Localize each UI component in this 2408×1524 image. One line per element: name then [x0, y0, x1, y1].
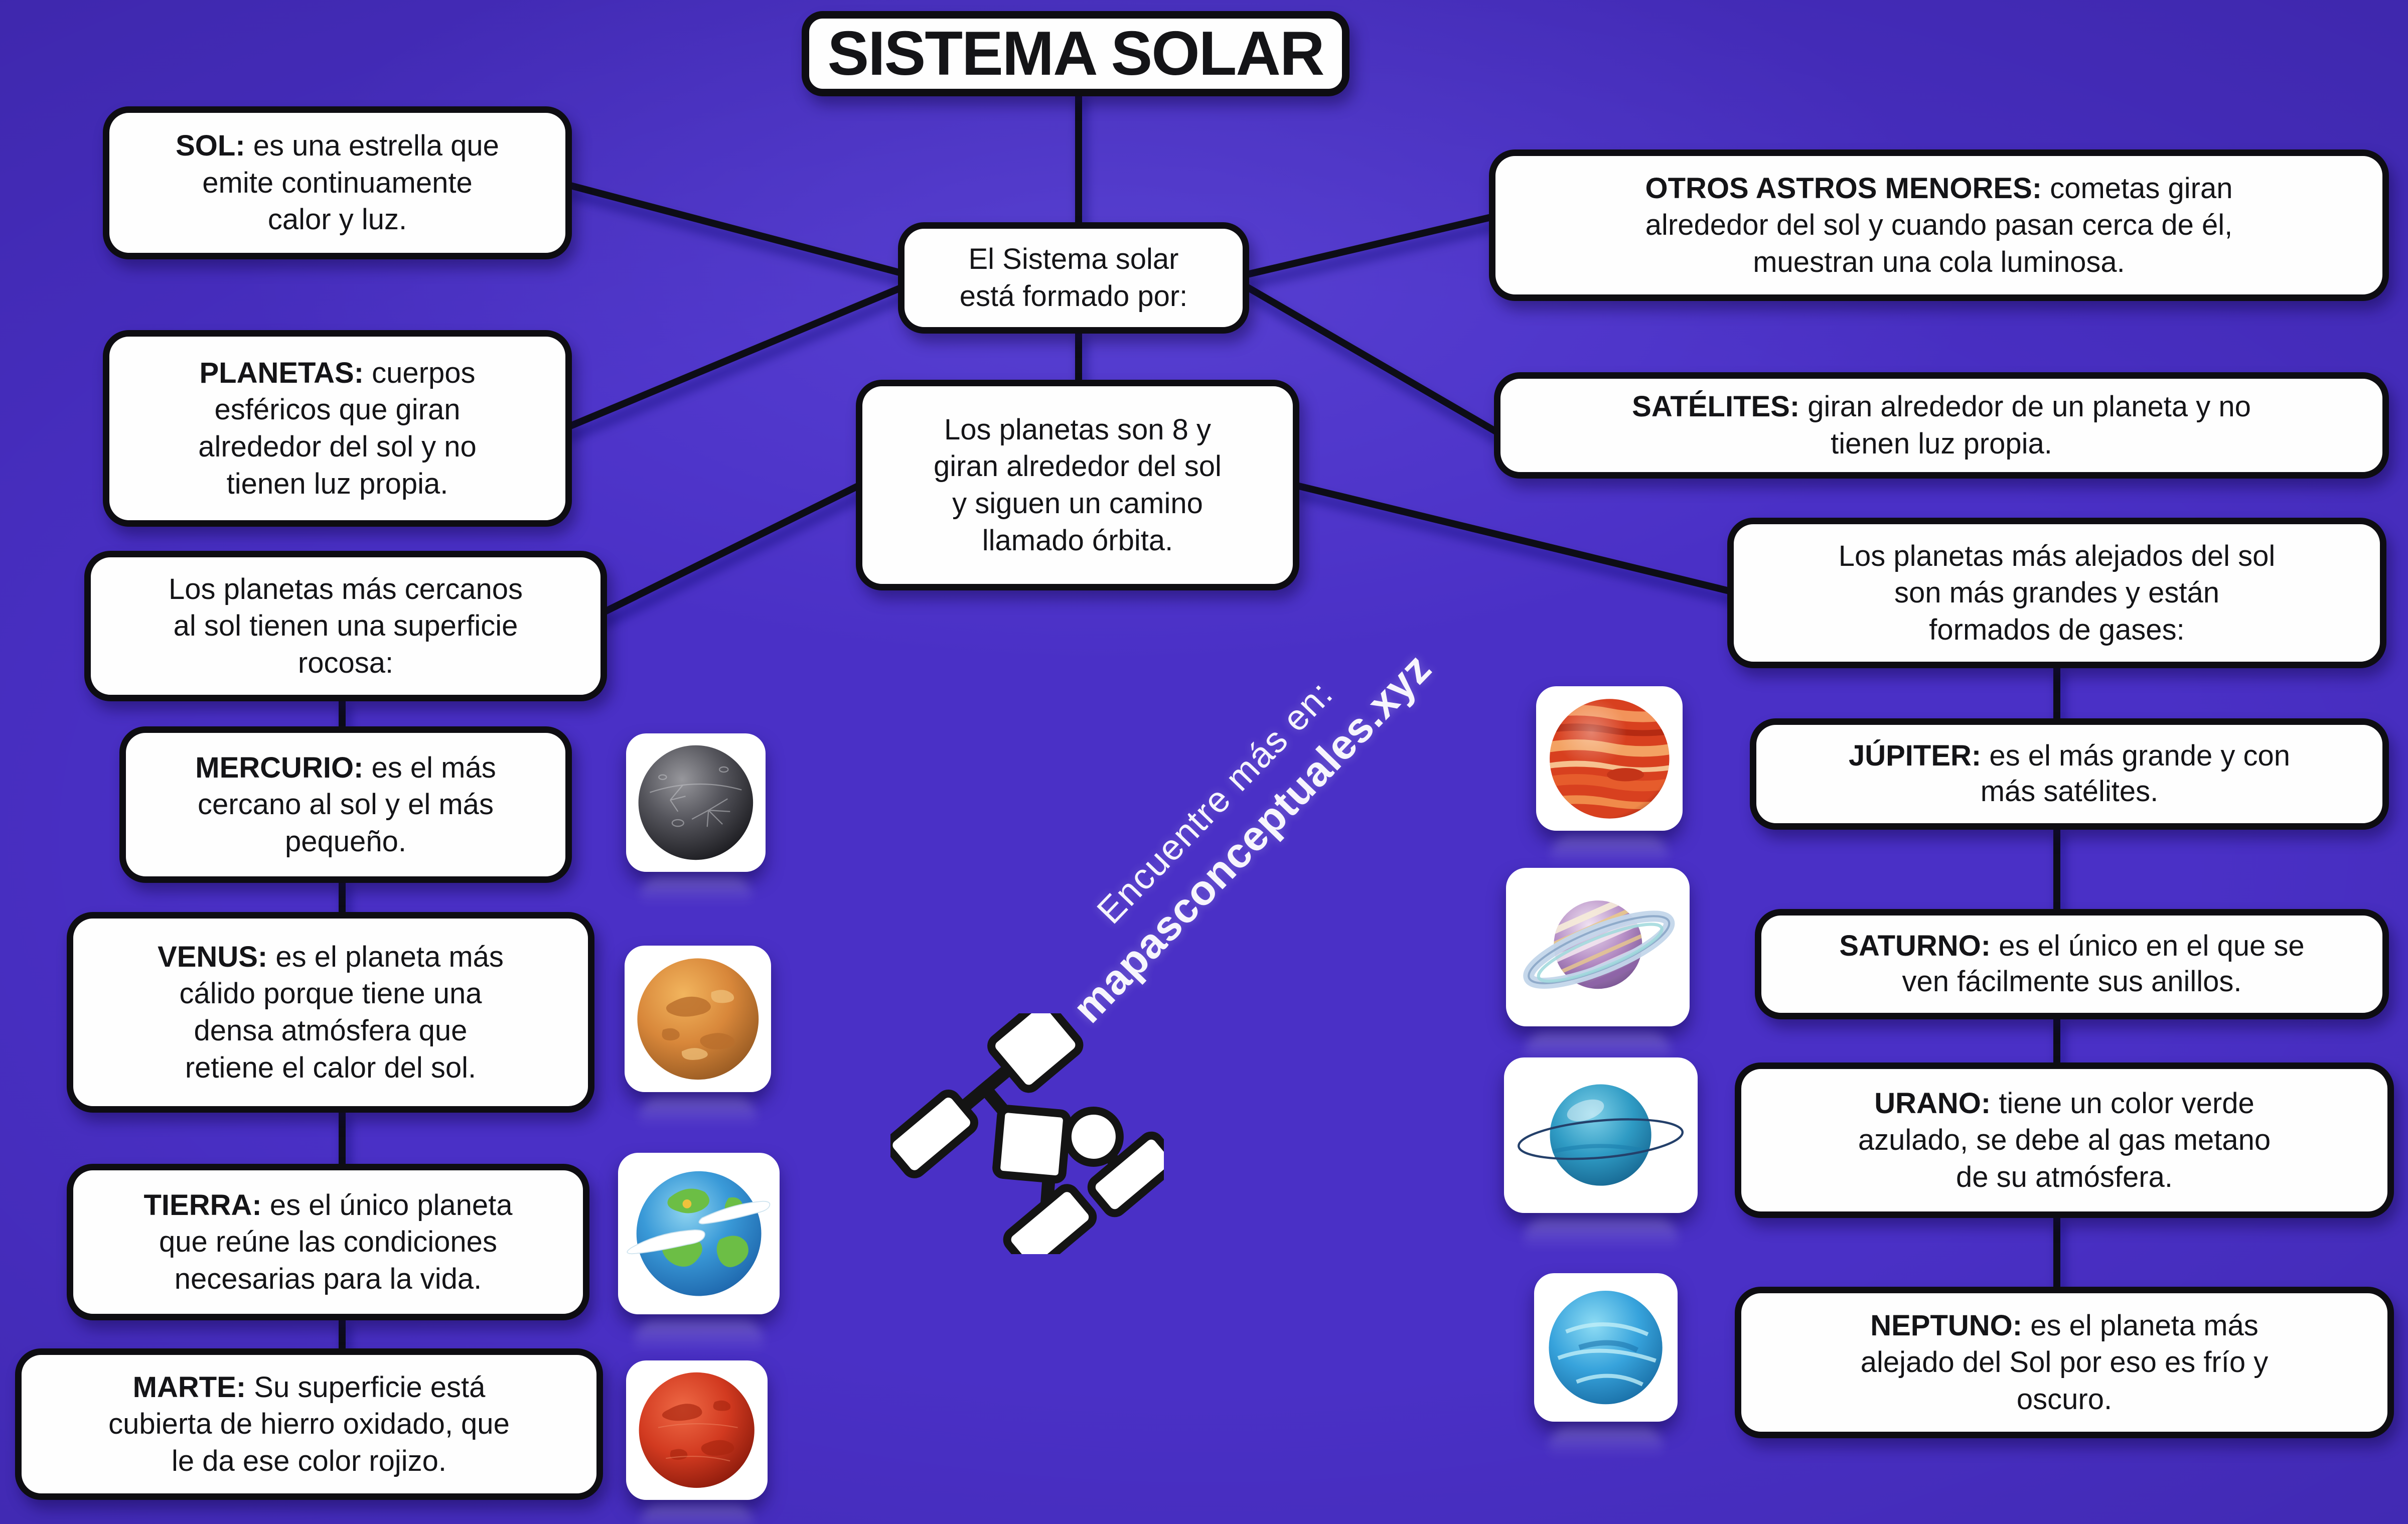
mars-icon	[639, 1372, 755, 1488]
satelites-keyword: SATÉLITES:	[1632, 390, 1800, 423]
otros-astros-text: OTROS ASTROS MENORES: cometas giran alre…	[1645, 170, 2233, 281]
mercurio-keyword: MERCURIO:	[195, 751, 364, 784]
sol-node: SOL: es una estrella que emite continuam…	[103, 106, 572, 259]
earth-icon	[627, 1171, 771, 1296]
otros-astros-node: OTROS ASTROS MENORES: cometas giran alre…	[1489, 149, 2389, 301]
title-box: SISTEMA SOLAR	[802, 11, 1349, 96]
tierra-text: TIERRA: es el único planeta que reúne la…	[144, 1187, 513, 1298]
saturno-keyword: SATURNO:	[1839, 930, 1991, 963]
mercury-icon	[638, 745, 754, 860]
otros-astros-keyword: OTROS ASTROS MENORES:	[1645, 172, 2042, 205]
venus-description: es el planeta más cálido porque tiene un…	[179, 940, 504, 1084]
urano-keyword: URANO:	[1874, 1087, 1991, 1120]
venus-keyword: VENUS:	[158, 940, 268, 973]
gas-planets-node: Los planetas más alejados del sol son má…	[1727, 518, 2386, 668]
jupiter-icon	[1549, 698, 1670, 819]
neptuno-keyword: NEPTUNO:	[1870, 1309, 2023, 1342]
tierra-node: TIERRA: es el único planeta que reúne la…	[67, 1164, 589, 1320]
mercurio-text: MERCURIO: es el más cercano al sol y el …	[195, 749, 496, 860]
marte-keyword: MARTE:	[132, 1370, 246, 1404]
venus-node: VENUS: es el planeta más cálido porque t…	[67, 912, 594, 1113]
venus-image-card	[625, 946, 771, 1092]
satelites-node: SATÉLITES: giran alrededor de un planeta…	[1494, 372, 2389, 479]
mercurio-node: MERCURIO: es el más cercano al sol y el …	[119, 726, 572, 883]
jupiter-keyword: JÚPITER:	[1848, 739, 1982, 773]
neptuno-text: NEPTUNO: es el planeta más alejado del S…	[1861, 1307, 2268, 1418]
jupiter-node: JÚPITER: es el más grande y con más saté…	[1750, 718, 2389, 830]
saturn-image-card	[1506, 868, 1690, 1026]
jupiter-text: JÚPITER: es el más grande y con más saté…	[1849, 738, 2290, 810]
earth-image-card	[618, 1153, 780, 1314]
neptune-image-card	[1534, 1273, 1678, 1422]
page-title: SISTEMA SOLAR	[827, 19, 1324, 88]
satelites-description: giran alrededor de un planeta y no tiene…	[1808, 390, 2251, 460]
mercurio-description: es el más cercano al sol y el más pequeñ…	[198, 751, 496, 858]
urano-description: tiene un color verde azulado, se debe al…	[1858, 1087, 2271, 1193]
planets-intro-text: Los planetas son 8 y giran alrededor del…	[934, 413, 1222, 557]
marte-node: MARTE: Su superficie está cubierta de hi…	[15, 1348, 603, 1500]
jupiter-image-card	[1536, 686, 1683, 831]
neptuno-node: NEPTUNO: es el planeta más alejado del S…	[1735, 1287, 2394, 1438]
mars-image-card	[626, 1360, 768, 1500]
mercury-image-card	[626, 733, 766, 872]
planetas-text: PLANETAS: cuerpos esféricos que giran al…	[198, 355, 477, 503]
planetas-keyword: PLANETAS:	[199, 356, 364, 389]
marte-description: Su superficie está cubierta de hierro ox…	[108, 1370, 510, 1477]
central-text: El Sistema solar está formado por:	[959, 243, 1188, 313]
venus-icon	[637, 958, 759, 1080]
jupiter-description: es el más grande y con más satélites.	[1980, 739, 2291, 808]
otros-astros-description: cometas giran alrededor del sol y cuando…	[1645, 172, 2233, 278]
saturno-node: SATURNO: es el único en el que se ven fá…	[1755, 909, 2389, 1019]
uranus-image-card	[1504, 1057, 1698, 1213]
saturn-icon	[1523, 887, 1675, 1002]
mapasconceptuales-logo-icon	[890, 1013, 1164, 1254]
sol-keyword: SOL:	[176, 129, 245, 163]
urano-node: URANO: tiene un color verde azulado, se …	[1735, 1062, 2394, 1218]
planetas-description: cuerpos esféricos que giran alrededor de…	[198, 356, 477, 500]
sol-text: SOL: es una estrella que emite continuam…	[176, 127, 499, 238]
planetas-node: PLANETAS: cuerpos esféricos que giran al…	[103, 330, 572, 527]
planets-intro-node: Los planetas son 8 y giran alrededor del…	[856, 380, 1299, 590]
sol-description: es una estrella que emite continuamente …	[202, 129, 499, 236]
saturno-text: SATURNO: es el único en el que se ven fá…	[1839, 929, 2304, 1000]
marte-text: MARTE: Su superficie está cubierta de hi…	[108, 1369, 510, 1480]
neptuno-description: es el planeta más alejado del Sol por es…	[1860, 1309, 2269, 1416]
tierra-description: es el único planeta que reúne las condic…	[159, 1188, 513, 1295]
rocky-planets-node: Los planetas más cercanos al sol tienen …	[84, 551, 607, 701]
uranus-icon	[1518, 1084, 1684, 1186]
neptune-icon	[1549, 1290, 1663, 1405]
saturno-description: es el único en el que se ven fácilmente …	[1902, 930, 2305, 998]
tierra-keyword: TIERRA:	[143, 1188, 262, 1222]
central-node: El Sistema solar está formado por:	[898, 222, 1249, 334]
gas-planets-text: Los planetas más alejados del sol son má…	[1838, 539, 2276, 646]
satelites-text: SATÉLITES: giran alrededor de un planeta…	[1632, 388, 2251, 462]
venus-text: VENUS: es el planeta más cálido porque t…	[158, 939, 504, 1087]
rocky-planets-text: Los planetas más cercanos al sol tienen …	[168, 572, 523, 679]
urano-text: URANO: tiene un color verde azulado, se …	[1858, 1085, 2271, 1196]
